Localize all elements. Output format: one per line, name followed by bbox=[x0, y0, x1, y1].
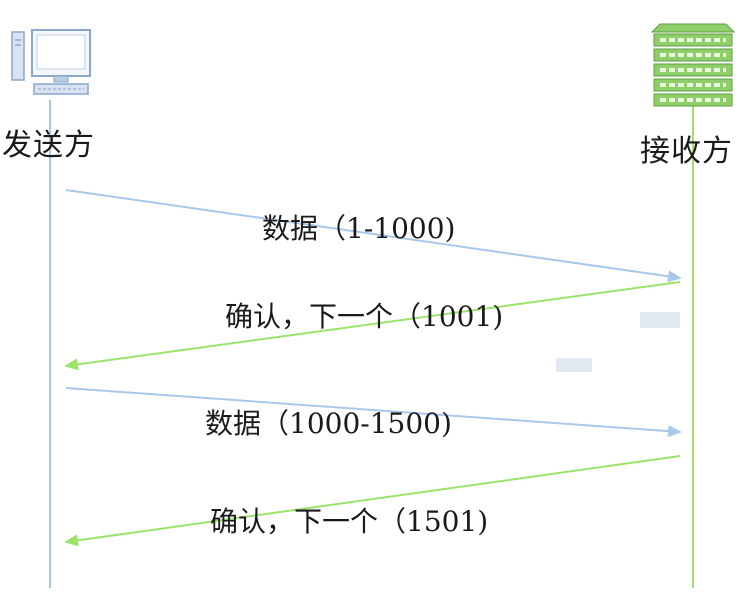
message-arrow-data-2 bbox=[65, 387, 682, 438]
sender-label: 发送方 bbox=[2, 128, 95, 163]
message-arrow-ack-2 bbox=[64, 455, 681, 547]
message-label-data-1: 数据（1-1000) bbox=[262, 212, 456, 245]
desktop-computer-icon bbox=[11, 29, 91, 95]
server-rack-icon bbox=[650, 23, 736, 107]
watermark-blur bbox=[556, 358, 592, 372]
message-label-ack-1: 确认，下一个（1001) bbox=[225, 300, 504, 333]
watermark-blur bbox=[640, 312, 680, 328]
message-arrow-ack-1 bbox=[64, 281, 681, 371]
message-label-data-2: 数据（1000-1500) bbox=[205, 407, 452, 440]
message-arrow-data-1 bbox=[65, 189, 682, 283]
receiver-label: 接收方 bbox=[640, 134, 733, 169]
message-label-ack-2: 确认，下一个（1501) bbox=[210, 505, 489, 538]
